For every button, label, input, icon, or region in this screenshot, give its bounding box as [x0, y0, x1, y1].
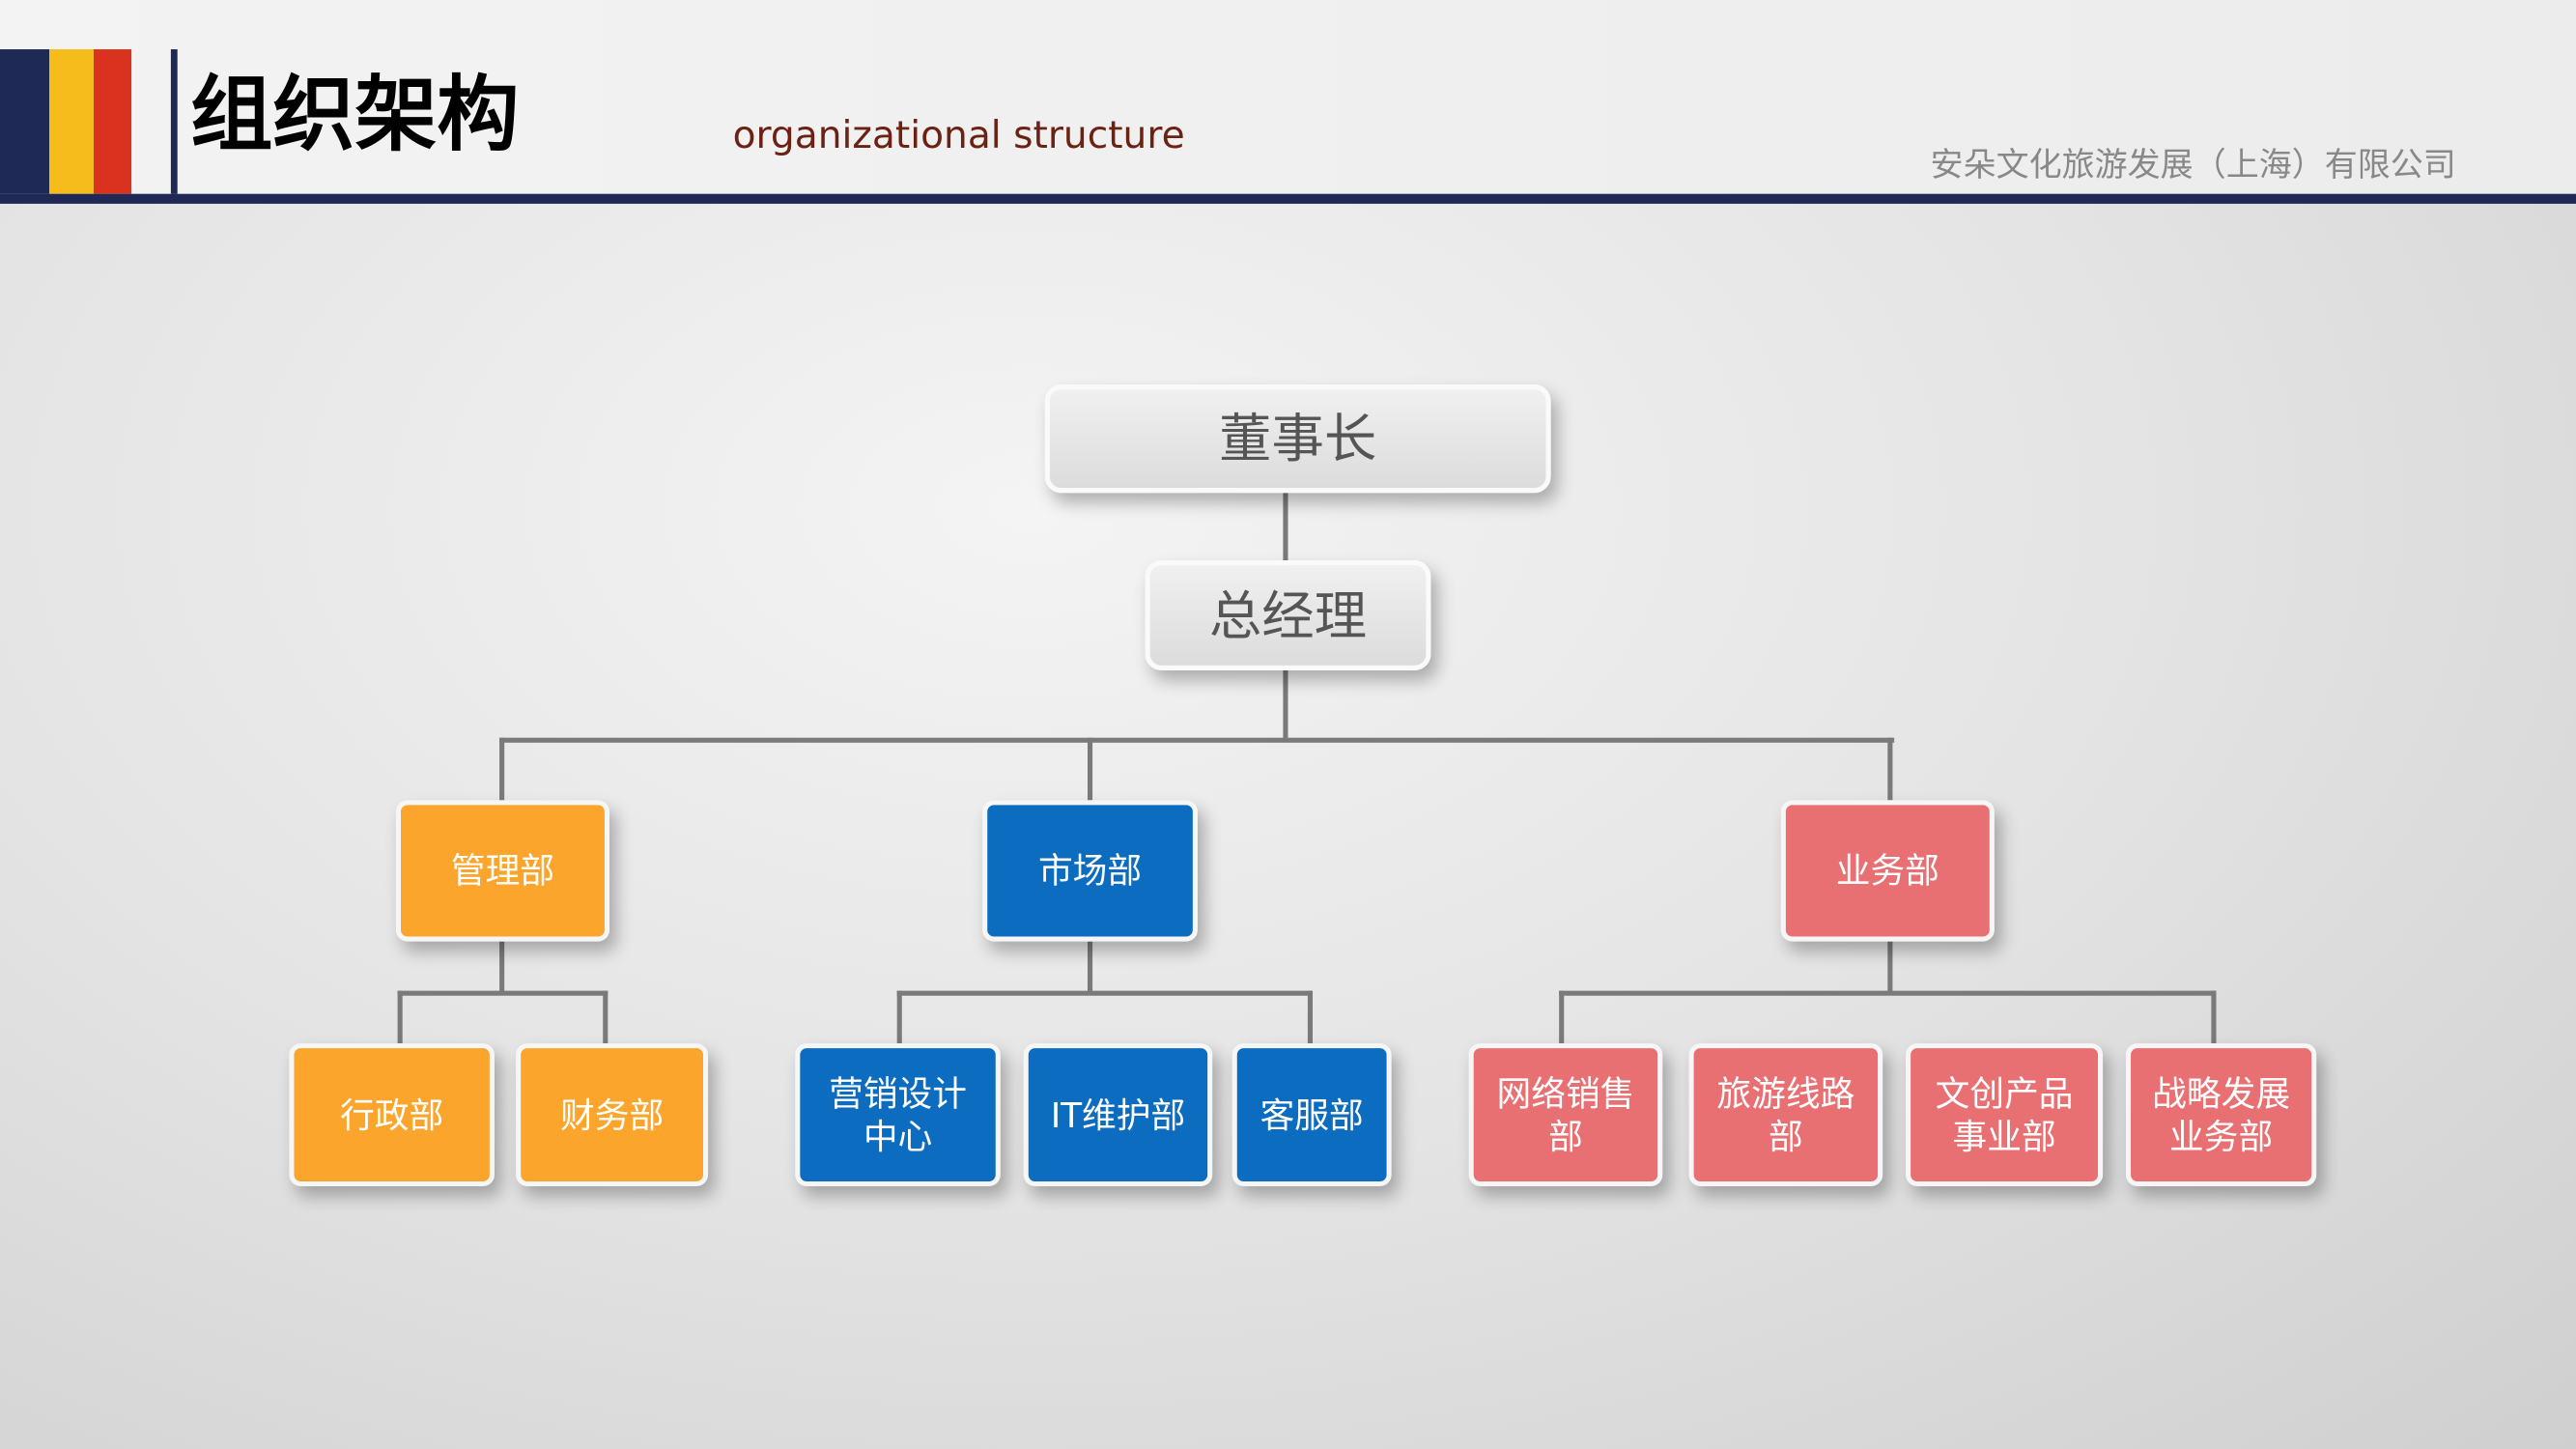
connector [1887, 941, 1893, 993]
connector [603, 990, 609, 1044]
connector [499, 737, 505, 801]
node-chairman: 董事长 [1044, 384, 1551, 494]
connector [1887, 737, 1893, 801]
connector [1283, 669, 1288, 742]
yellow-stripe [49, 49, 94, 194]
node-travel-routes-dept: 旅游线路部 [1688, 1043, 1883, 1187]
node-cultural-products-dept: 文创产品事业部 [1906, 1043, 2104, 1187]
node-it-dept: IT维护部 [1023, 1043, 1213, 1187]
node-business-dept: 业务部 [1780, 800, 1995, 942]
connector [1559, 990, 1565, 1044]
node-online-sales-dept: 网络销售部 [1468, 1043, 1663, 1187]
node-management-dept: 管理部 [395, 800, 610, 942]
red-stripe [93, 49, 132, 194]
connector [1087, 737, 1093, 801]
page-title: 组织架构 [190, 67, 520, 163]
node-strategy-dept: 战略发展业务部 [2125, 1043, 2317, 1187]
node-marketing-design-center: 营销设计中心 [795, 1043, 1001, 1187]
connector [499, 737, 1895, 743]
header-underline [0, 193, 2576, 204]
header-background [0, 0, 2576, 194]
navy-stripe [0, 49, 50, 194]
connector [896, 990, 902, 1044]
connector [499, 941, 505, 993]
node-admin-dept: 行政部 [289, 1043, 495, 1187]
node-finance-dept: 财务部 [516, 1043, 709, 1187]
connector [896, 990, 1314, 996]
page-subtitle: organizational structure [732, 115, 1185, 158]
connector [1559, 990, 2217, 996]
node-marketing-dept: 市场部 [982, 800, 1198, 942]
title-divider [170, 49, 178, 194]
connector [2211, 990, 2217, 1044]
connector [1283, 493, 1288, 562]
connector [397, 990, 609, 996]
connector [1307, 990, 1314, 1044]
node-customer-service-dept: 客服部 [1231, 1043, 1392, 1187]
node-general-manager: 总经理 [1145, 560, 1431, 670]
connector [397, 990, 403, 1044]
company-name: 安朵文化旅游发展（上海）有限公司 [1930, 144, 2456, 185]
connector [1087, 941, 1093, 993]
